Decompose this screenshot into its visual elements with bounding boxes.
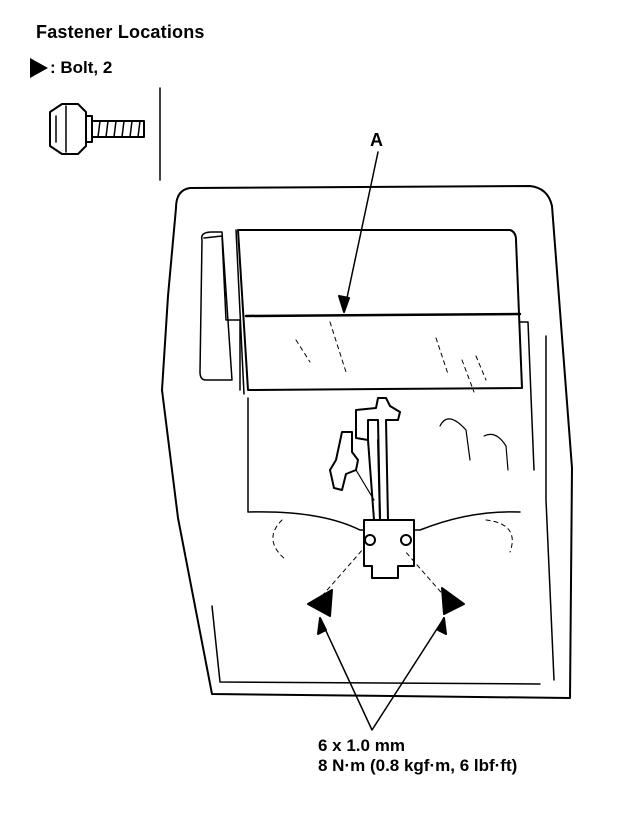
window-regulator (329, 397, 415, 579)
torque-spec: 6 x 1.0 mm 8 N·m (0.8 kgf·m, 6 lbf·ft) (318, 736, 517, 776)
callout-a-leader (343, 151, 379, 313)
door-outer-panel (161, 185, 573, 699)
spec-torque: 8 N·m (0.8 kgf·m, 6 lbf·ft) (318, 756, 518, 775)
spec-leaders (319, 617, 445, 731)
bolt-marker-triangle-icon (30, 58, 48, 78)
spec-size: 6 x 1.0 mm (318, 736, 405, 755)
callout-a-label: A (370, 130, 383, 150)
door-glass-edge (244, 312, 522, 318)
page-title: Fastener Locations (36, 22, 205, 42)
bolt-marker-left-icon (307, 589, 333, 617)
bolt-marker-right-icon (441, 587, 465, 615)
vent-channel (199, 231, 233, 381)
window-frame (237, 229, 523, 391)
fastener-legend: : Bolt, 2 (30, 58, 112, 78)
legend-label: : Bolt, 2 (50, 58, 113, 77)
door-inner-outline (203, 235, 555, 685)
bolt-icon (49, 103, 145, 155)
